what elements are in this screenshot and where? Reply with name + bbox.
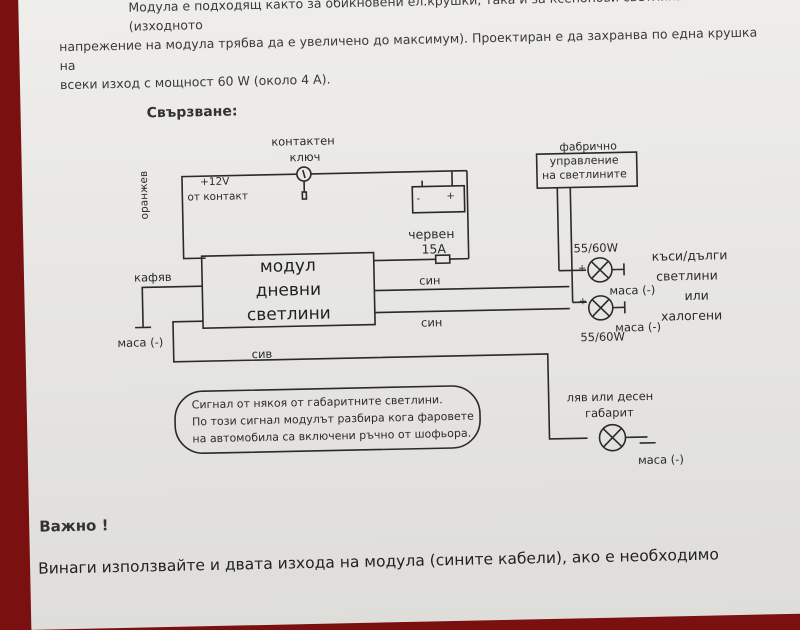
module-label: модул дневни светлини bbox=[202, 253, 375, 329]
paper-sheet: Модула е подходящ както за обикновени ел… bbox=[18, 0, 800, 630]
orange-label: оранжев bbox=[138, 171, 151, 220]
lights-label-1: къси/дълги bbox=[652, 247, 728, 264]
red-label: червен bbox=[408, 226, 455, 242]
lights-label-3: или bbox=[684, 288, 709, 304]
ignition-label-2: ключ bbox=[289, 150, 320, 165]
watt-label-1: 55/60W bbox=[573, 240, 618, 255]
grey-label: сив bbox=[252, 347, 273, 361]
blue-wire-2 bbox=[375, 309, 570, 313]
ground-3-label: маса (-) bbox=[638, 452, 684, 467]
brown-label: кафяв bbox=[134, 270, 172, 285]
lights-label-4: халогени bbox=[661, 307, 723, 323]
ground-left-label: маса (-) bbox=[117, 335, 163, 350]
plus12-label-2: от контакт bbox=[187, 190, 248, 203]
factory-label-3: на светлините bbox=[542, 167, 627, 182]
lights-label-2: светлини bbox=[656, 267, 718, 283]
battery-minus-label: - bbox=[416, 194, 420, 205]
module-label-3: светлини bbox=[203, 301, 375, 329]
blue-label-1: син bbox=[419, 273, 441, 287]
side-light-label-2: габарит bbox=[585, 405, 634, 420]
ignition-label-1: контактен bbox=[271, 133, 335, 148]
plus-label-2: + bbox=[579, 296, 588, 307]
blue-label-2: син bbox=[421, 315, 443, 329]
factory-label-1: фабрично bbox=[559, 139, 617, 153]
red-wire bbox=[374, 259, 436, 260]
module-label-2: дневни bbox=[202, 277, 374, 305]
plus12-label-1: +12V bbox=[200, 176, 230, 189]
important-heading: Важно ! bbox=[39, 516, 109, 535]
side-light-label-1: ляв или десен bbox=[567, 389, 654, 405]
ground-1-label: маса (-) bbox=[609, 283, 655, 298]
factory-label-2: управление bbox=[550, 153, 619, 167]
blue-wire-1 bbox=[374, 287, 569, 291]
signal-note: Сигнал от някоя от габаритните светлини.… bbox=[192, 391, 475, 448]
plus-label-1: + bbox=[578, 263, 587, 274]
battery-plus-label: + bbox=[446, 191, 455, 202]
ground-2-label: маса (-) bbox=[615, 320, 661, 335]
fuse-label: 15A bbox=[421, 241, 446, 257]
module-label-1: модул bbox=[202, 253, 374, 281]
